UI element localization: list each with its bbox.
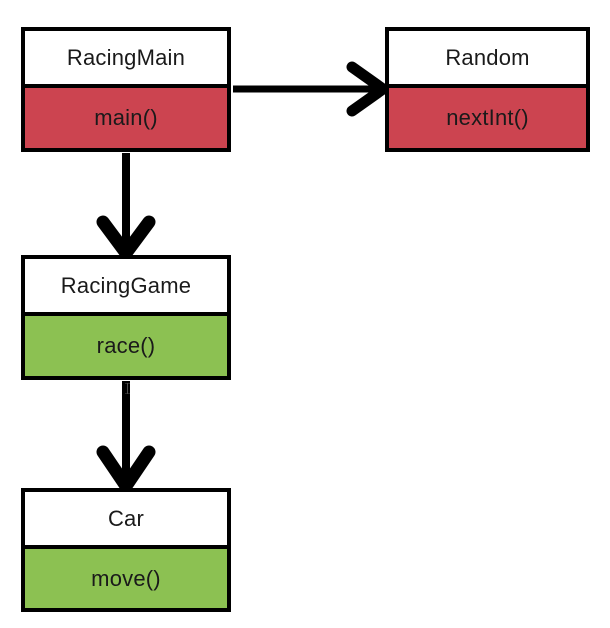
- class-box-racing-game[interactable]: RacingGame race(): [21, 255, 231, 380]
- class-name-racing-main: RacingMain: [25, 31, 227, 88]
- edge-racinggame-to-car-arrowhead: [96, 445, 156, 498]
- class-method-racing-game: race(): [25, 316, 227, 376]
- class-box-racing-main[interactable]: RacingMain main(): [21, 27, 231, 152]
- class-method-car: move(): [25, 549, 227, 608]
- class-box-random[interactable]: Random nextInt(): [385, 27, 590, 152]
- text-cursor-artifact-icon: [125, 383, 130, 394]
- class-name-racing-game: RacingGame: [25, 259, 227, 316]
- class-method-random: nextInt(): [389, 88, 586, 148]
- class-method-racing-main: main(): [25, 88, 227, 148]
- class-box-car[interactable]: Car move(): [21, 488, 231, 612]
- edge-main-to-racinggame-arrowhead: [96, 215, 156, 264]
- edge-racinggame-to-car: [96, 381, 156, 498]
- edge-main-to-random-arrowhead: [346, 61, 393, 117]
- edge-main-to-racinggame: [96, 153, 156, 264]
- class-name-car: Car: [25, 492, 227, 549]
- class-name-random: Random: [389, 31, 586, 88]
- edge-main-to-random: [233, 61, 393, 117]
